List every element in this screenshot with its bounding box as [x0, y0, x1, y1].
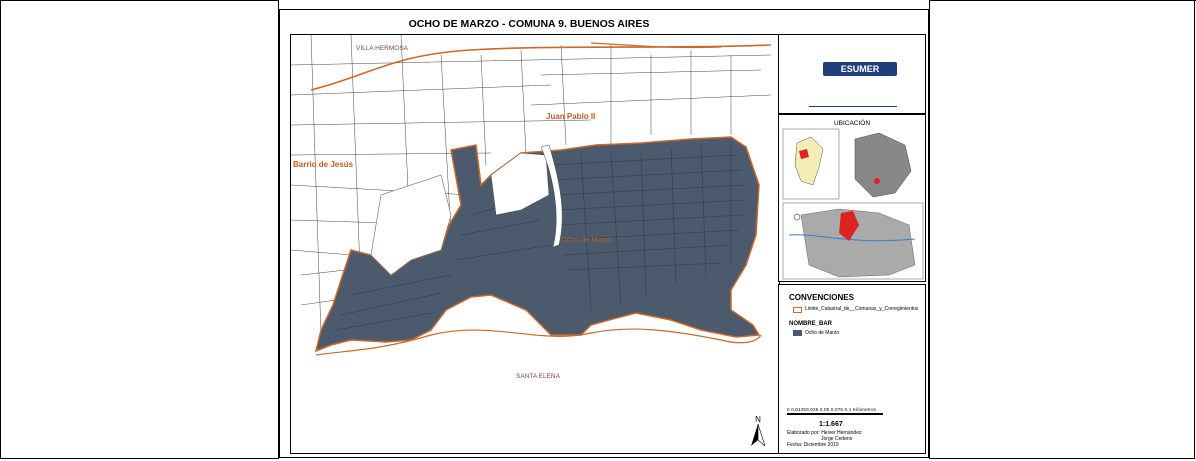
esumer-logo: ESUMER — [823, 62, 897, 76]
legend-title: CONVENCIONES — [789, 293, 854, 302]
location-title: UBICACIÓN — [833, 120, 871, 127]
legend-fill-swatch — [793, 330, 802, 336]
antioquia-highlight — [799, 149, 809, 159]
road-boundary-northeast — [590, 42, 722, 49]
frame-left-panel — [0, 0, 279, 459]
map-title: OCHO DE MARZO - COMUNA 9. BUENOS AIRES — [408, 18, 650, 30]
logo-panel: ESUMER — [778, 34, 926, 114]
frame-top-left — [0, 0, 279, 1]
credit-line-1: Elaborado por: Heiver Hernández — [787, 430, 862, 436]
credit-line-2: Jorge Cedeno — [821, 436, 853, 442]
north-arrow-icon — [751, 423, 766, 447]
legend-boundary-label: Limite_Catastral_de__Comunas_y_Corregimi… — [805, 306, 919, 312]
frame-top-right — [929, 0, 1196, 1]
location-panel: UBICACIÓN — [778, 114, 926, 282]
legend-boundary-swatch — [793, 307, 802, 313]
frame-right-panel — [929, 0, 1195, 459]
label-ocho-de-marzo: Ocho de Marzo — [561, 235, 613, 244]
road-curve — [540, 144, 563, 248]
logo-underline — [809, 106, 897, 107]
north-label: N — [755, 415, 761, 424]
legend-nombre-bar: NOMBRE_BAR — [789, 321, 833, 327]
location-maps — [782, 128, 924, 280]
legend-fill-label: Ocho de Marzo — [805, 330, 840, 336]
map-canvas[interactable]: VILLA HERMOSA Juan Pablo II Barrio de Je… — [290, 34, 780, 454]
comuna-highlight — [839, 211, 859, 241]
scale-bar — [787, 413, 883, 415]
scale-ratio: 1:1.667 — [819, 421, 843, 428]
colombia-map — [794, 136, 824, 186]
label-villa-hermosa: VILLA HERMOSA — [356, 45, 409, 52]
scale-numbers: 0 0,01250,025 0,05 0,075 0,1 Kilómetros — [787, 407, 877, 412]
label-santa-elena: SANTA ELENA — [516, 373, 560, 380]
map-svg — [291, 35, 772, 356]
legend-panel: CONVENCIONES Limite_Catastral_de__Comuna… — [778, 284, 926, 454]
medellin-map — [800, 208, 916, 278]
juan-pablo-lots — [490, 152, 550, 216]
credits: Elaborado por: Heiver Hernández Jorge Ce… — [787, 430, 862, 448]
credit-line-3: Fecha: Diciembre 2019 — [787, 442, 839, 448]
north-arrow: N — [751, 415, 766, 448]
ocho-de-marzo-polygon[interactable] — [314, 136, 761, 353]
boundary-south — [315, 328, 762, 356]
lot-lines — [335, 143, 747, 331]
antioquia-map — [854, 132, 912, 198]
river — [788, 234, 916, 242]
label-juan-pablo: Juan Pablo II — [546, 112, 596, 121]
map-sheet: OCHO DE MARZO - COMUNA 9. BUENOS AIRES — [279, 9, 929, 458]
label-barrio-jesus: Barrio de Jesús — [293, 160, 354, 169]
barrio-jesus-lots — [370, 174, 452, 276]
medellin-highlight — [874, 178, 880, 184]
